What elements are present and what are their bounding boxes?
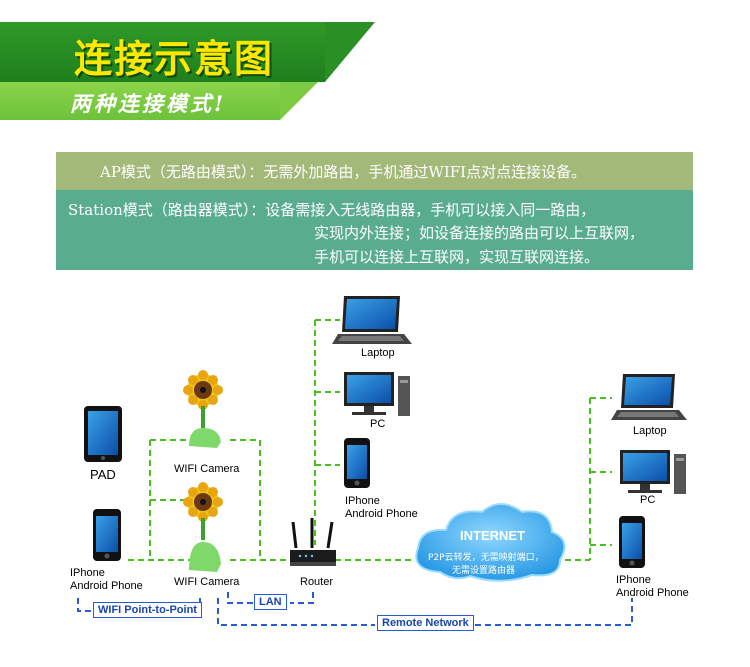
ap-mode-box xyxy=(56,152,693,190)
banner-top-bar xyxy=(0,22,325,82)
router-label: Router xyxy=(300,576,334,588)
laptop-label: Laptop xyxy=(361,347,395,359)
pc-right-label: PC xyxy=(640,494,656,506)
smartphone-icon xyxy=(619,516,645,568)
phone-mid-label-1: IPhone xyxy=(345,495,380,507)
phone-right-label-1: IPhone xyxy=(616,574,651,586)
laptop-right-label: Laptop xyxy=(633,425,667,437)
router-icon xyxy=(290,518,336,566)
station-mode-text-3: 手机可以连接上互联网，实现互联网连接。 xyxy=(314,248,600,266)
station-mode-text-1: Station模式（路由器模式）：设备需接入无线路由器，手机可以接入同一路由， xyxy=(68,201,596,219)
phone-left-label-1: IPhone xyxy=(70,567,105,579)
wifi-links xyxy=(128,319,612,561)
phone-mid-label-2: Android Phone xyxy=(345,508,418,520)
flower-camera-icon xyxy=(183,370,223,448)
station-mode-text-2: 实现内外连接；如设备连接的路由可以上互联网， xyxy=(314,224,645,242)
desktop-pc-icon xyxy=(344,372,410,416)
tablet-icon xyxy=(84,406,122,462)
smartphone-icon xyxy=(93,509,121,561)
remote-network-tag: Remote Network xyxy=(377,615,474,631)
phone-left-label-2: Android Phone xyxy=(70,580,143,592)
laptop-icon xyxy=(611,374,687,420)
banner-bottom-bar xyxy=(0,82,280,120)
cloud-text-2: 无需设置路由器 xyxy=(452,566,516,576)
smartphone-icon xyxy=(344,438,370,488)
phone-right-label-2: Android Phone xyxy=(616,587,689,599)
banner-top-wedge xyxy=(325,22,375,82)
desktop-pc-icon xyxy=(620,450,686,494)
camera-1-label: WIFI Camera xyxy=(174,463,240,475)
ap-mode-text: AP模式（无路由模式）：无需外加路由，手机通过WIFI点对点连接设备。 xyxy=(100,163,587,181)
banner-bottom-wedge xyxy=(280,82,318,120)
pc-label: PC xyxy=(370,418,386,430)
station-mode-box xyxy=(56,190,693,270)
page-subtitle: 两种连接模式! xyxy=(70,91,227,116)
camera-2-label: WIFI Camera xyxy=(174,576,240,588)
cloud-text-1: P2P云转发，无需映射端口， xyxy=(428,553,544,563)
cloud-title: INTERNET xyxy=(460,528,525,543)
pad-label: PAD xyxy=(90,467,116,482)
wifi-point-to-point-tag: WIFI Point-to-Point xyxy=(93,602,202,618)
page-title: 连接示意图 xyxy=(74,37,275,81)
lan-tag: LAN xyxy=(254,594,287,610)
laptop-icon xyxy=(332,296,412,344)
internet-cloud-icon xyxy=(415,503,566,582)
flower-camera-icon xyxy=(183,482,223,572)
